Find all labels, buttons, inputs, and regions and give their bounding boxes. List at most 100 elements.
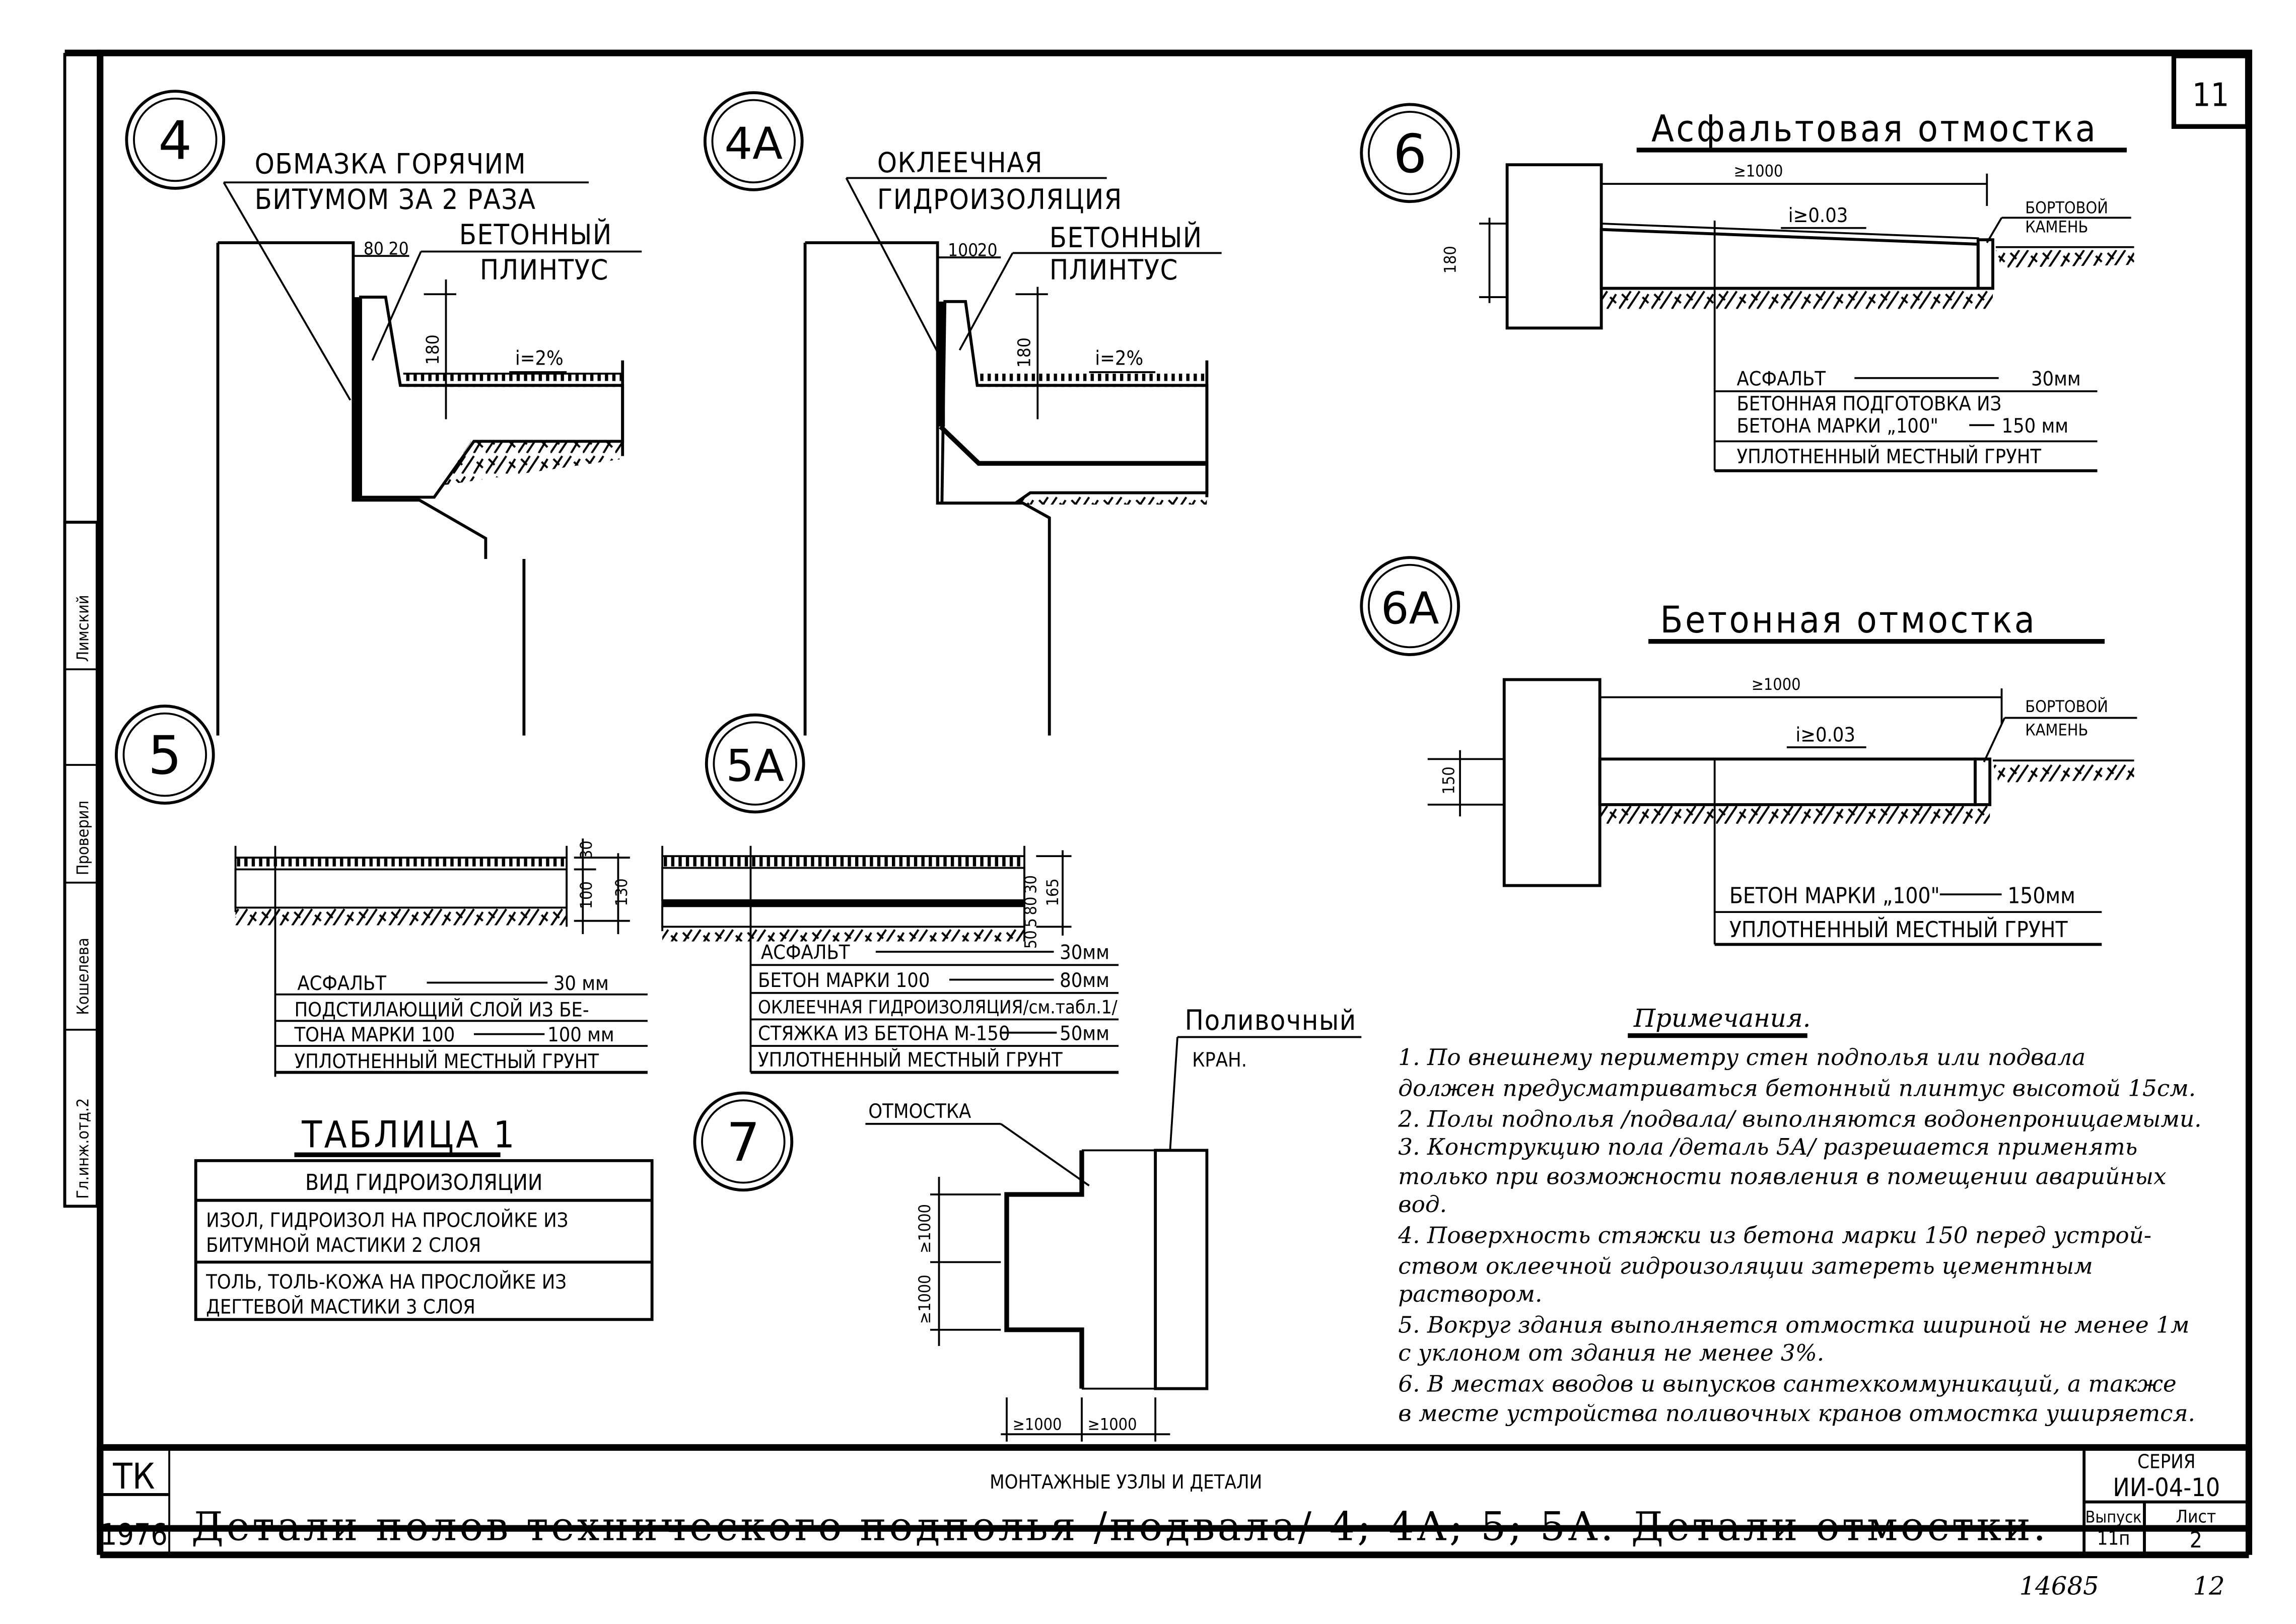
detail-5a-marker: 5А — [705, 713, 805, 814]
detail-7-marker: 7 — [693, 1091, 794, 1192]
title-block-org: ТК — [112, 1456, 155, 1497]
detail-6-layer-legend: АСФАЛЬТ 30мм БЕТОННАЯ ПОДГОТОВКА ИЗ БЕТО… — [1714, 367, 2098, 472]
svg-text:4: 4 — [158, 110, 192, 172]
detail-4a-dim-b: 20 — [977, 240, 997, 260]
detail-5a-layer-4-name: СТЯЖКА ИЗ БЕТОНА М-150 — [758, 1022, 1010, 1045]
detail-5a-dim-total: 165 — [1043, 878, 1062, 906]
detail-5-layer-1-name: АСФАЛЬТ — [297, 972, 386, 995]
detail-6a-title: Бетонная отмостка — [1660, 599, 2037, 642]
detail-4a-callout-1-line-2: ГИДРОИЗОЛЯЦИЯ — [877, 183, 1123, 216]
svg-text:5: 5 — [148, 725, 182, 787]
detail-6-layer-2-name: БЕТОННАЯ ПОДГОТОВКА ИЗ — [1736, 392, 2001, 415]
detail-4a: 4А ОКЛЕЕЧНАЯ ГИДРОИЗОЛЯЦИЯ БЕТОННЫЙ ПЛИН… — [703, 91, 1222, 736]
detail-6-dim-width: ≥1000 — [1734, 162, 1783, 181]
detail-6a-callout-curb-line-2: КАМЕНЬ — [2025, 721, 2088, 740]
title-block-subtitle: МОНТАЖНЫЕ УЗЛЫ И ДЕТАЛИ — [990, 1471, 1262, 1493]
detail-7-callout-tap-line-1: Поливочный — [1185, 1004, 1357, 1037]
svg-text:4А: 4А — [724, 118, 783, 170]
detail-7-callout-tap-line-2: КРАН. — [1192, 1048, 1247, 1072]
detail-7-dim-h-1: ≥1000 — [1013, 1415, 1062, 1434]
detail-6-layer-4-name: УПЛОТНЕННЫЙ МЕСТНЫЙ ГРУНТ — [1736, 445, 2041, 468]
detail-7-callout-pavement: ОТМОСТКА — [868, 1100, 971, 1123]
detail-6-callout-curb-line-1: БОРТОВОЙ — [2025, 198, 2108, 218]
detail-4-dim-b: 20 — [389, 238, 409, 259]
detail-6a-callout-curb-line-1: БОРТОВОЙ — [2025, 697, 2108, 716]
sheet-corner-box: 11 — [2171, 53, 2250, 129]
detail-5a-dims-stack: 5058030 — [1021, 875, 1040, 949]
title-block-issue-value: 11п — [2097, 1527, 2130, 1549]
notes-line-5: только при возможности появления в помещ… — [1398, 1163, 2166, 1190]
detail-4-slope: i=2% — [515, 346, 564, 370]
detail-6a-dim-width: ≥1000 — [1752, 675, 1801, 694]
detail-5: 5 30 100 130 АСФАЛЬТ 30 мм ПОДСТИЛАЮЩИЙ … — [114, 704, 648, 1077]
detail-5a-layer-legend: АСФАЛЬТ 30мм БЕТОН МАРКИ 100 80мм ОКЛЕЕЧ… — [750, 941, 1119, 1074]
detail-5a-layer-4-value: 50мм — [1060, 1022, 1109, 1045]
detail-5-layer-2-name: ПОДСТИЛАЮЩИЙ СЛОЙ ИЗ БЕ- — [294, 998, 589, 1022]
detail-7-dim-h-2: ≥1000 — [1088, 1415, 1137, 1434]
stamp-cell-1: Гл.инж.отд.2 — [73, 1098, 92, 1199]
detail-5-layer-legend: АСФАЛЬТ 30 мм ПОДСТИЛАЮЩИЙ СЛОЙ ИЗ БЕ- Т… — [275, 972, 648, 1074]
detail-5a-layer-2-name: БЕТОН МАРКИ 100 — [758, 969, 930, 992]
sheet-corner-number: 11 — [2192, 76, 2230, 114]
detail-4a-callout-2-line-2: ПЛИНТУС — [1050, 254, 1178, 287]
notes-line-11: с уклоном от здания не менее 3%. — [1398, 1339, 1824, 1366]
detail-6a-layer-1-name: БЕТОН МАРКИ „100" — [1729, 883, 1940, 909]
detail-6-marker: 6 — [1360, 103, 1460, 203]
detail-5-layer-3-name: ТОНА МАРКИ 100 — [294, 1023, 455, 1046]
detail-6a-marker: 6А — [1360, 556, 1460, 656]
detail-4a-dim-height: 180 — [1014, 337, 1035, 368]
inventory-number: 14685 — [2020, 1572, 2099, 1601]
detail-6a-layer-legend: БЕТОН МАРКИ „100" 150мм УПЛОТНЕННЫЙ МЕСТ… — [1714, 883, 2102, 946]
detail-7: 7 ОТМОСТКА Поливочный КРАН. ≥1000 ≥1000 … — [693, 1004, 1362, 1442]
detail-5a-layer-1-value: 30мм — [1060, 941, 1109, 964]
title-block: ТК 1976 МОНТАЖНЫЕ УЗЛЫ И ДЕТАЛИ Детали п… — [97, 1444, 2253, 1559]
notes-line-10: 5. Вокруг здания выполняется отмостка ши… — [1398, 1312, 2189, 1338]
title-block-title: Детали полов технического подполья /подв… — [191, 1504, 2046, 1550]
notes-title: Примечания. — [1633, 1004, 1811, 1033]
stamp-cell-3: Проверил — [73, 801, 92, 875]
detail-4-callout-1-line-2: БИТУМОМ ЗА 2 РАЗА — [255, 183, 536, 216]
detail-4-callout-2-line-1: БЕТОННЫЙ — [459, 218, 612, 251]
svg-text:6: 6 — [1393, 123, 1427, 185]
title-block-series-label: СЕРИЯ — [2137, 1450, 2195, 1472]
detail-6-layer-1-value: 30мм — [2031, 367, 2081, 390]
detail-5-layer-3-value: 100 мм — [547, 1023, 614, 1046]
notes-line-4: 3. Конструкцию пола /деталь 5А/ разрешае… — [1398, 1134, 2137, 1160]
detail-4a-marker: 4А — [703, 91, 804, 191]
table-1: ТАБЛИЦА 1 ВИД ГИДРОИЗОЛЯЦИИ ИЗОЛ, ГИДРОИ… — [194, 1114, 654, 1321]
detail-5-dim-3: 130 — [612, 878, 631, 906]
notes-line-3: 2. Полы подполья /подвала/ выполняются в… — [1398, 1106, 2201, 1133]
notes: Примечания. 1. По внешнему периметру сте… — [1398, 1004, 2201, 1427]
notes-line-2: должен предусматриваться бетонный плинту… — [1398, 1075, 2196, 1101]
detail-5-marker: 5 — [114, 704, 215, 805]
stamp-cell-2: Кошелева — [73, 938, 92, 1015]
detail-6-title: Асфальтовая отмостка — [1651, 107, 2098, 150]
detail-5-layer-4-name: УПЛОТНЕННЫЙ МЕСТНЫЙ ГРУНТ — [294, 1049, 599, 1073]
detail-6: 6 Асфальтовая отмостка ≥1000 i≥0.03 БОРТ… — [1360, 103, 2134, 472]
detail-5a-layer-1-name: АСФАЛЬТ — [761, 941, 850, 964]
notes-line-12: 6. В местах вводов и выпусков сантехкомм… — [1398, 1370, 2176, 1397]
notes-line-13: в месте устройства поливочных кранов отм… — [1398, 1400, 2195, 1427]
svg-text:7: 7 — [726, 1111, 760, 1173]
detail-6-dim-height: 180 — [1440, 246, 1459, 273]
detail-5a-layer-3-name: ОКЛЕЕЧНАЯ ГИДРОИЗОЛЯЦИЯ/см.табл.1/ — [758, 997, 1118, 1018]
detail-4-dim-a: 80 — [364, 238, 384, 259]
title-block-issue-label: Выпуск — [2085, 1507, 2142, 1526]
detail-6a-slope: i≥0.03 — [1795, 723, 1855, 746]
notes-line-1: 1. По внешнему периметру стен подполья и… — [1398, 1044, 2085, 1071]
detail-4-marker: 4 — [125, 90, 226, 190]
detail-4a-callout-1-line-1: ОКЛЕЕЧНАЯ — [877, 147, 1043, 179]
detail-6-layer-3-name: БЕТОНА МАРКИ „100" — [1736, 414, 1938, 438]
detail-5a: 5А 5058030 165 АСФАЛЬТ 30мм БЕТОН МАРКИ … — [661, 713, 1119, 1074]
notes-line-8: ством оклеечной гидроизоляции затереть ц… — [1398, 1253, 2093, 1280]
notes-line-6: вод. — [1398, 1191, 1447, 1218]
detail-6-slope: i≥0.03 — [1788, 204, 1848, 227]
detail-7-dim-v-2: ≥1000 — [915, 1275, 934, 1324]
svg-text:6А: 6А — [1381, 583, 1439, 634]
table-1-row-2-line-1: ТОЛЬ, ТОЛЬ-КОЖА НА ПРОСЛОЙКЕ ИЗ — [205, 1270, 567, 1294]
detail-5a-layer-5-name: УПЛОТНЕННЫЙ МЕСТНЫЙ ГРУНТ — [758, 1048, 1063, 1072]
title-block-series-value: ИИ-04-10 — [2113, 1473, 2220, 1502]
detail-4a-dim-a: 100 — [948, 240, 978, 260]
detail-6a-dim-height: 150 — [1439, 766, 1458, 794]
